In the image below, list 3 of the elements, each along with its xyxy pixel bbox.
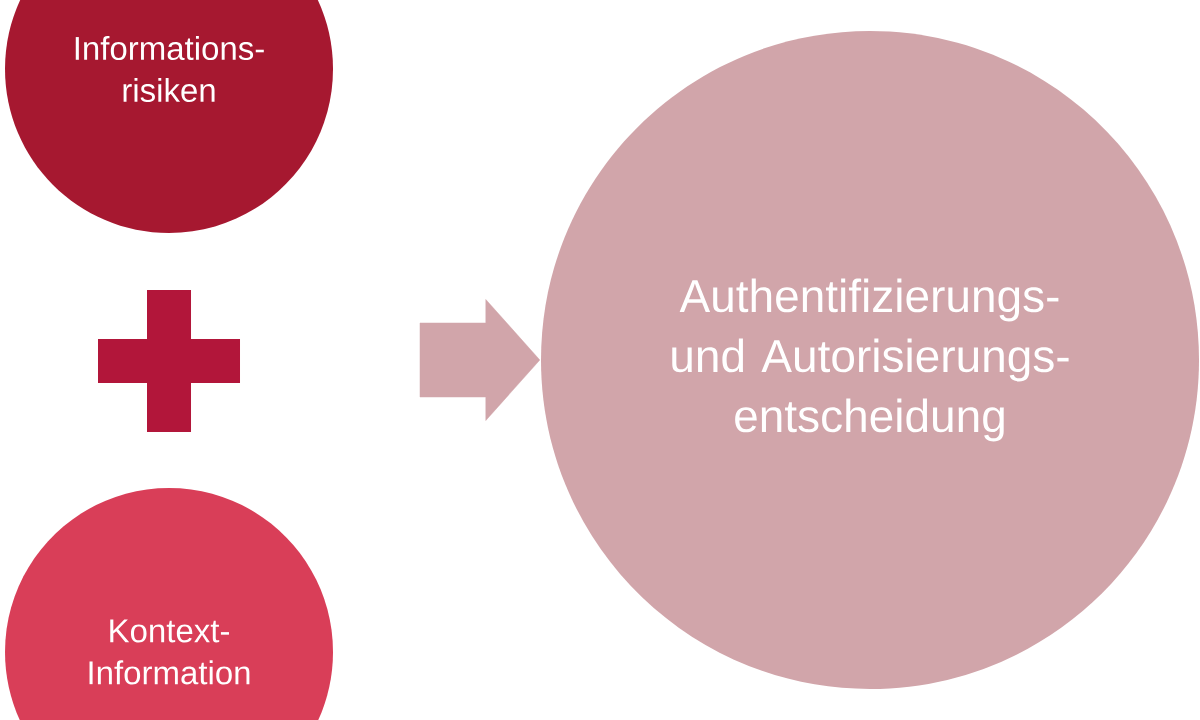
block-arrow: [419, 299, 541, 421]
plus-sign: [98, 290, 240, 432]
circle-node: Authentifizierungs- und Autorisierungs- entscheidung: [541, 31, 1199, 689]
